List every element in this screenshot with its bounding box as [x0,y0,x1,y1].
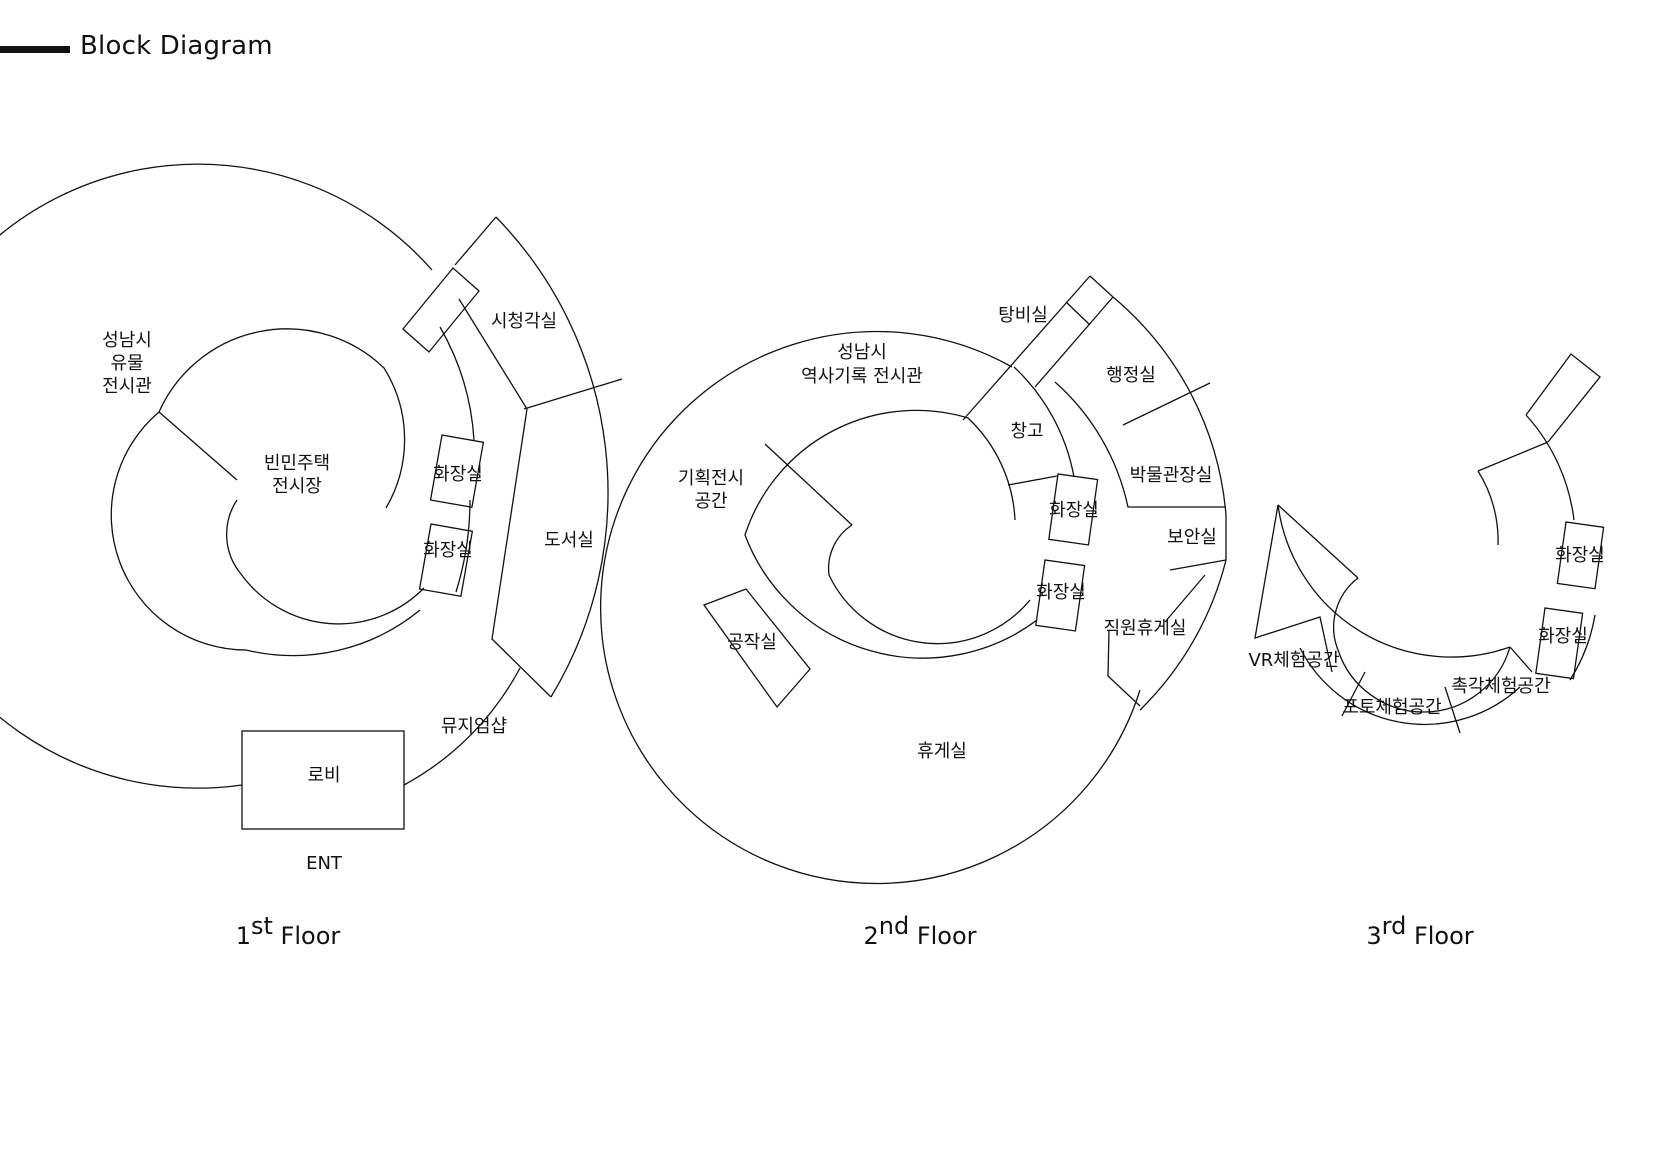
floor-2-wing-wall-top [1034,296,1114,388]
room-label-security: 보안실 [1167,527,1217,548]
floor-2-caption: 2nd Floor [863,912,976,950]
room-label-restroom: 화장실 [423,540,473,561]
room-label-vr-space: VR체험공간 [1248,650,1339,671]
floor-3-caption: 3rd Floor [1366,912,1473,950]
room-label-lounge: 휴게실 [917,741,967,762]
room-label-entrance: ENT [306,853,343,874]
room-label-history-hall: 역사기록 전시관 [801,366,923,387]
room-label-tactile-space: 촉각체험공간 [1451,676,1550,697]
floor-1-plan: 성남시 유물 전시관 빈민주택 전시장 시청각실 화장실 화장실 도서실 뮤지엄… [0,163,623,950]
floor-2-water-room [962,275,1091,421]
room-label-restroom: 화장실 [1036,582,1086,603]
room-label-slum-housing: 빈민주택 [264,453,330,474]
floor-3-photo-wall [1341,671,1366,717]
floor-2-plan: 탕비실 성남시 역사기록 전시관 행정실 창고 기획전시 공간 박물관장실 화장… [599,275,1227,950]
floor-2-outer-ring [599,330,1141,885]
room-label-admin: 행정실 [1106,365,1156,386]
floor-3-restroom-b-box [1535,607,1584,680]
room-label-restroom: 화장실 [1049,500,1099,521]
floor-2-water-room-wall [1065,301,1091,326]
floor-1-lobby-box [241,730,405,830]
floor-1-spiral-wall [110,326,475,657]
room-label-special-exhibit: 공간 [694,491,727,512]
room-label-lobby: 로비 [307,765,340,786]
floor-2-inner-arcs [1013,366,1227,623]
floor-1-shop-arc [403,667,521,786]
room-label-history-hall: 성남시 [837,342,887,363]
floor-1-restroom-a-box [429,434,485,509]
floor-1-caption: 1st Floor [236,912,341,950]
room-label-staff-lounge: 직원휴게실 [1104,618,1187,639]
room-label-museum: 성남시 [102,330,152,351]
floor-2-spiral-tail [764,443,853,526]
page-title: Block Diagram [80,31,273,61]
room-label-restroom: 화장실 [1555,545,1605,566]
floor-3-inner-curve [1333,441,1549,713]
room-label-slum-housing: 전시장 [272,476,322,497]
floor-3-tactile-wall [1444,686,1461,734]
floor-2-spiral-wall [744,409,1038,659]
floor-3-outer-curve [1277,414,1596,681]
floor-1-restroom-b-box [418,523,474,598]
room-label-museum: 유물 [110,353,143,374]
room-label-museum-shop: 뮤지엄샵 [441,716,507,737]
floor-1-wing-divider [523,378,623,410]
floor-1-outer-ring [0,163,433,789]
room-label-workshop: 공작실 [727,632,777,653]
floor-1-av-small-room [402,267,480,353]
floor-1-library-wall [458,298,552,698]
floor-3-restroom-a-box [1556,521,1605,590]
room-label-library: 도서실 [544,530,594,551]
floor-2-restroom-b-box [1035,559,1086,632]
floor-2-staff-lounge-wall [1107,629,1141,707]
floor-1-spiral-tail [158,411,238,481]
room-label-water-room: 탕비실 [998,305,1048,326]
room-label-director: 박물관장실 [1130,465,1213,486]
floor-3-plan: 화장실 화장실 VR체험공간 촉각체험공간 포토체험공간 3rd Floor [1248,353,1605,950]
floor-2-storage-wall [1007,475,1058,486]
floor-2-workshop-box [702,588,811,709]
room-label-special-exhibit: 기획전시 [678,468,744,489]
title-bar-mark [0,46,70,53]
floor-2-hall-divider [1089,275,1114,298]
floor-1-outer-wing [454,216,609,698]
floor-3-tactile-wall-2 [1509,646,1533,673]
floor-3-lower-ring [1299,647,1521,726]
room-label-av-room: 시청각실 [491,311,557,332]
floor-2-outer-wing [1112,296,1227,711]
room-label-restroom: 화장실 [1538,626,1588,647]
room-label-restroom: 화장실 [433,464,483,485]
room-label-storage: 창고 [1010,421,1043,442]
floor-3-vr-wall [1254,504,1333,673]
floor-3-left-wall [1277,504,1359,579]
room-label-photo-space: 포토체험공간 [1342,697,1441,718]
room-label-museum: 전시관 [102,376,152,397]
floor-2-restroom-a-box [1048,473,1099,546]
floor-3-stair-wing [1525,353,1601,443]
